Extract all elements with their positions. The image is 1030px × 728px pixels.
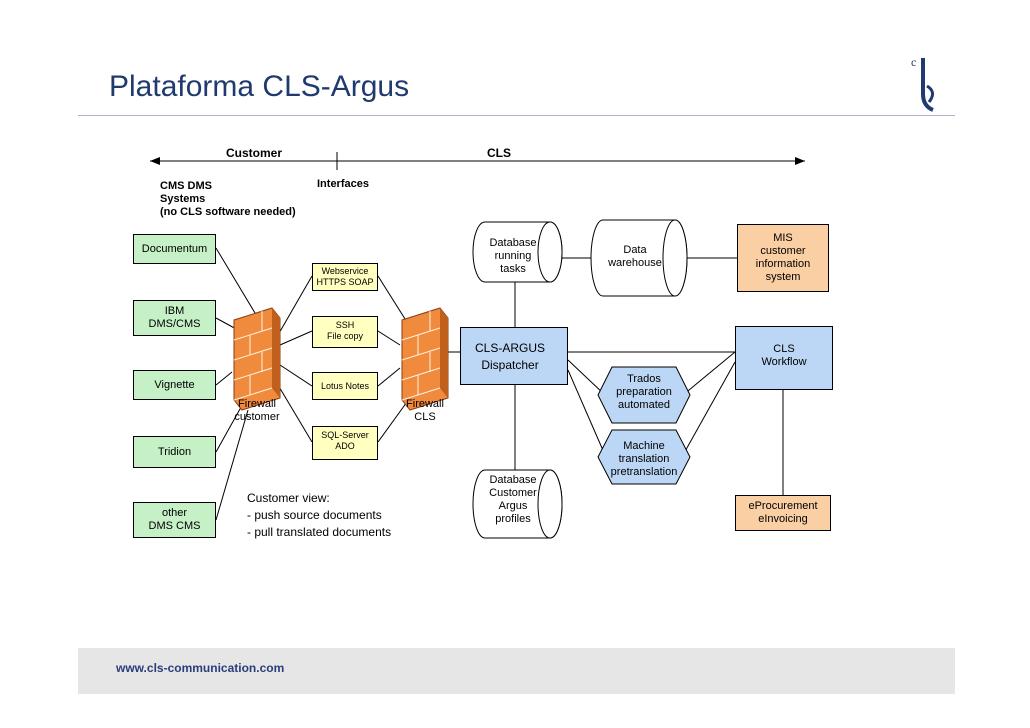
service-trados: Trados preparation automated: [616, 373, 672, 411]
svg-text:c: c: [911, 55, 916, 69]
firewall-customer-label: Firewall customer: [234, 398, 280, 423]
firewall-cls-icon: [401, 307, 449, 411]
cms-header: CMS DMS Systems (no CLS software needed): [160, 180, 296, 218]
interfaces-header: Interfaces: [317, 178, 369, 190]
service-machine-translation: Machine translation pretranslation: [610, 440, 678, 478]
interface-webservice: Webservice HTTPS SOAP: [312, 263, 378, 291]
cls-workflow: CLS Workflow: [735, 326, 833, 390]
db-warehouse-label: Data warehouse: [608, 244, 662, 269]
title-divider: [78, 115, 955, 116]
zone-cls-label: CLS: [487, 146, 511, 160]
footer-url[interactable]: www.cls-communication.com: [116, 661, 285, 675]
firewall-cls-label: Firewall CLS: [406, 398, 444, 423]
cms-tridion: Tridion: [133, 436, 216, 468]
interface-ssh: SSH File copy: [312, 316, 378, 348]
cms-other: other DMS CMS: [133, 502, 216, 538]
cms-ibm: IBM DMS/CMS: [133, 300, 216, 336]
zone-customer-label: Customer: [226, 146, 283, 160]
cls-logo-icon: c: [911, 55, 934, 112]
interface-lotus-notes: Lotus Notes: [312, 372, 378, 400]
mis-system: MIS customer information system: [737, 224, 829, 292]
eprocurement: eProcurement eInvoicing: [735, 495, 831, 531]
page-title: Plataforma CLS-Argus: [109, 70, 410, 103]
db-running-tasks-label: Database running tasks: [489, 237, 537, 275]
cls-argus-dispatcher: CLS-ARGUS Dispatcher: [460, 327, 568, 385]
cms-documentum: Documentum: [133, 234, 216, 264]
interface-sql-server: SQL-Server ADO: [312, 426, 378, 460]
cms-vignette: Vignette: [133, 370, 216, 400]
db-customer-profiles-label: Database Customer Argus profiles: [489, 474, 537, 525]
firewall-customer-icon: [233, 307, 281, 411]
footer-bar: [78, 648, 955, 694]
customer-view-note: Customer view: - push source documents -…: [247, 491, 392, 539]
